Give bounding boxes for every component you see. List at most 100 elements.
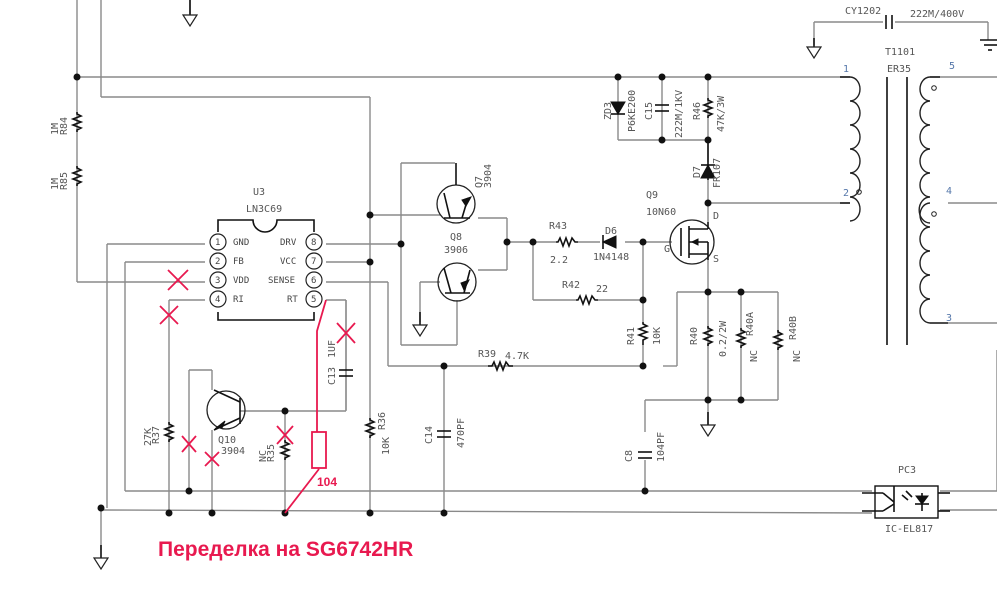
diode-d6: D6 1N4148 [593,226,629,263]
ic-pin-2: 2 FB [209,252,244,270]
r85-ref: R85 [59,172,70,190]
c15-value: 222M/1KV [674,90,685,138]
capacitor-c15: C15 222M/1KV [644,90,685,138]
c15-ref: C15 [644,102,655,120]
resistor-r40a: R40A NC [734,312,760,362]
ic-pin-3: 3 VDD [209,271,249,289]
r40b-value: NC [792,350,803,362]
transistor-q7: Q7 3904 [436,163,494,224]
d6-ref: D6 [605,226,617,237]
zener-zd3: ZD3 P6KE200 [603,90,638,132]
ic-pin-4: 4 RI [209,290,244,308]
ic-ref: U3 [253,187,265,198]
pin-name: RT [287,295,298,305]
transistor-q10: Q10 3904 [206,389,246,457]
mosfet-q9: Q9 10N60 G D S [646,190,719,265]
resistor-r40b: R40B NC [771,316,803,362]
r40b-ref: R40B [788,316,799,340]
pin-number: 5 [311,295,316,305]
modification-marks: 104 [159,269,356,514]
r41-value: 10K [652,327,663,345]
remove-mark-icon [181,435,197,453]
d7-value: FR107 [712,158,723,188]
r37-value: 27K [143,428,154,446]
added-resistor [311,431,327,469]
ic-part: LN3C69 [246,204,282,215]
ic-pin-5: 5 RT [287,290,323,308]
t1101-core: ER35 [887,64,911,75]
t1101-pin-1: 1 [843,64,849,75]
optocoupler-pc3: PC3 IC-EL817 [862,465,950,535]
earth-ground-icon [980,39,997,51]
r36-ref: R36 [377,412,388,430]
zd3-ref: ZD3 [603,102,614,120]
wires [76,0,997,550]
ic-pin-6: 6 SENSE [268,271,323,289]
r39-ref: R39 [478,349,496,360]
c8-value: 104PF [656,432,667,462]
pin-name: SENSE [268,276,295,286]
ground-icon [411,312,429,338]
c13-value: 1UF [327,340,338,358]
r40a-ref: R40A [745,312,756,336]
resistor-r42: R42 22 [562,280,608,307]
modification-title: Переделка на SG6742HR [158,538,413,561]
q9-drain-label: D [713,211,719,222]
pin-name: DRV [280,238,297,248]
pin-number: 6 [311,276,316,286]
resistor-r40: R40 0.2/2W [689,320,729,357]
pin-number: 8 [311,238,316,248]
ground-icon [699,412,717,438]
r85-value: 1M [50,178,61,190]
pin-number: 3 [215,276,220,286]
added-resistor-value: 104 [317,475,337,489]
r46-value: 47K/3W [716,95,727,132]
c14-value: 470PF [456,418,467,448]
ground-icon [805,38,823,60]
d7-ref: D7 [692,166,703,178]
r35-value: NC [258,450,269,462]
resistor-r46: R46 47K/3W [692,95,727,132]
pin-number: 4 [215,295,220,305]
r37-ref: R37 [151,426,162,444]
r35-ref: R35 [266,444,277,462]
resistor-r84: 1M R84 [50,112,84,135]
t1101-pin-5: 5 [949,61,955,72]
r41-ref: R41 [626,327,637,345]
r43-value: 2.2 [550,255,568,266]
resistor-r39: R39 4.7K [478,349,529,373]
pin-name: RI [233,295,244,305]
r42-value: 22 [596,284,608,295]
transformer-t1101: T1101 ER35 1 2 5 4 3 [840,47,955,345]
resistor-r37: 27K R37 [143,422,176,446]
capacitor-c13: C13 1UF [327,300,353,385]
r43-ref: R43 [549,221,567,232]
pin-name: VCC [280,257,296,267]
capacitor-c14: C14 470PF [424,418,467,448]
capacitor-c8: C8 104PF [624,432,667,462]
t1101-pin-3: 3 [946,313,952,324]
ground-icon [181,0,199,28]
remove-mark-icon [336,322,356,344]
r39-value: 4.7K [505,351,529,362]
r42-ref: R42 [562,280,580,291]
resistor-r41: R41 10K [626,322,663,345]
q7-ref: Q7 [474,176,485,188]
pin-number: 1 [215,238,220,248]
cy1202-ref: CY1202 [845,6,881,17]
diode-d7: D7 FR107 [692,140,723,188]
pin-name: VDD [233,276,249,286]
r84-ref: R84 [59,117,70,135]
resistor-r35: NC R35 [258,440,292,462]
pin-name: FB [233,257,244,267]
r40-ref: R40 [689,327,700,345]
transistor-q8: Q8 3906 [437,232,477,302]
remove-mark-icon [204,451,220,467]
t1101-ref: T1101 [885,47,915,58]
ic-u3: U3 LN3C69 1 GND 2 FB 3 VDD 4 RI 8 DR [209,187,323,321]
r40-value: 0.2/2W [718,320,729,357]
c13-ref: C13 [327,367,338,385]
c8-ref: C8 [624,450,635,462]
resistor-r85: 1M R85 [50,166,84,190]
q9-source-label: S [713,254,719,265]
